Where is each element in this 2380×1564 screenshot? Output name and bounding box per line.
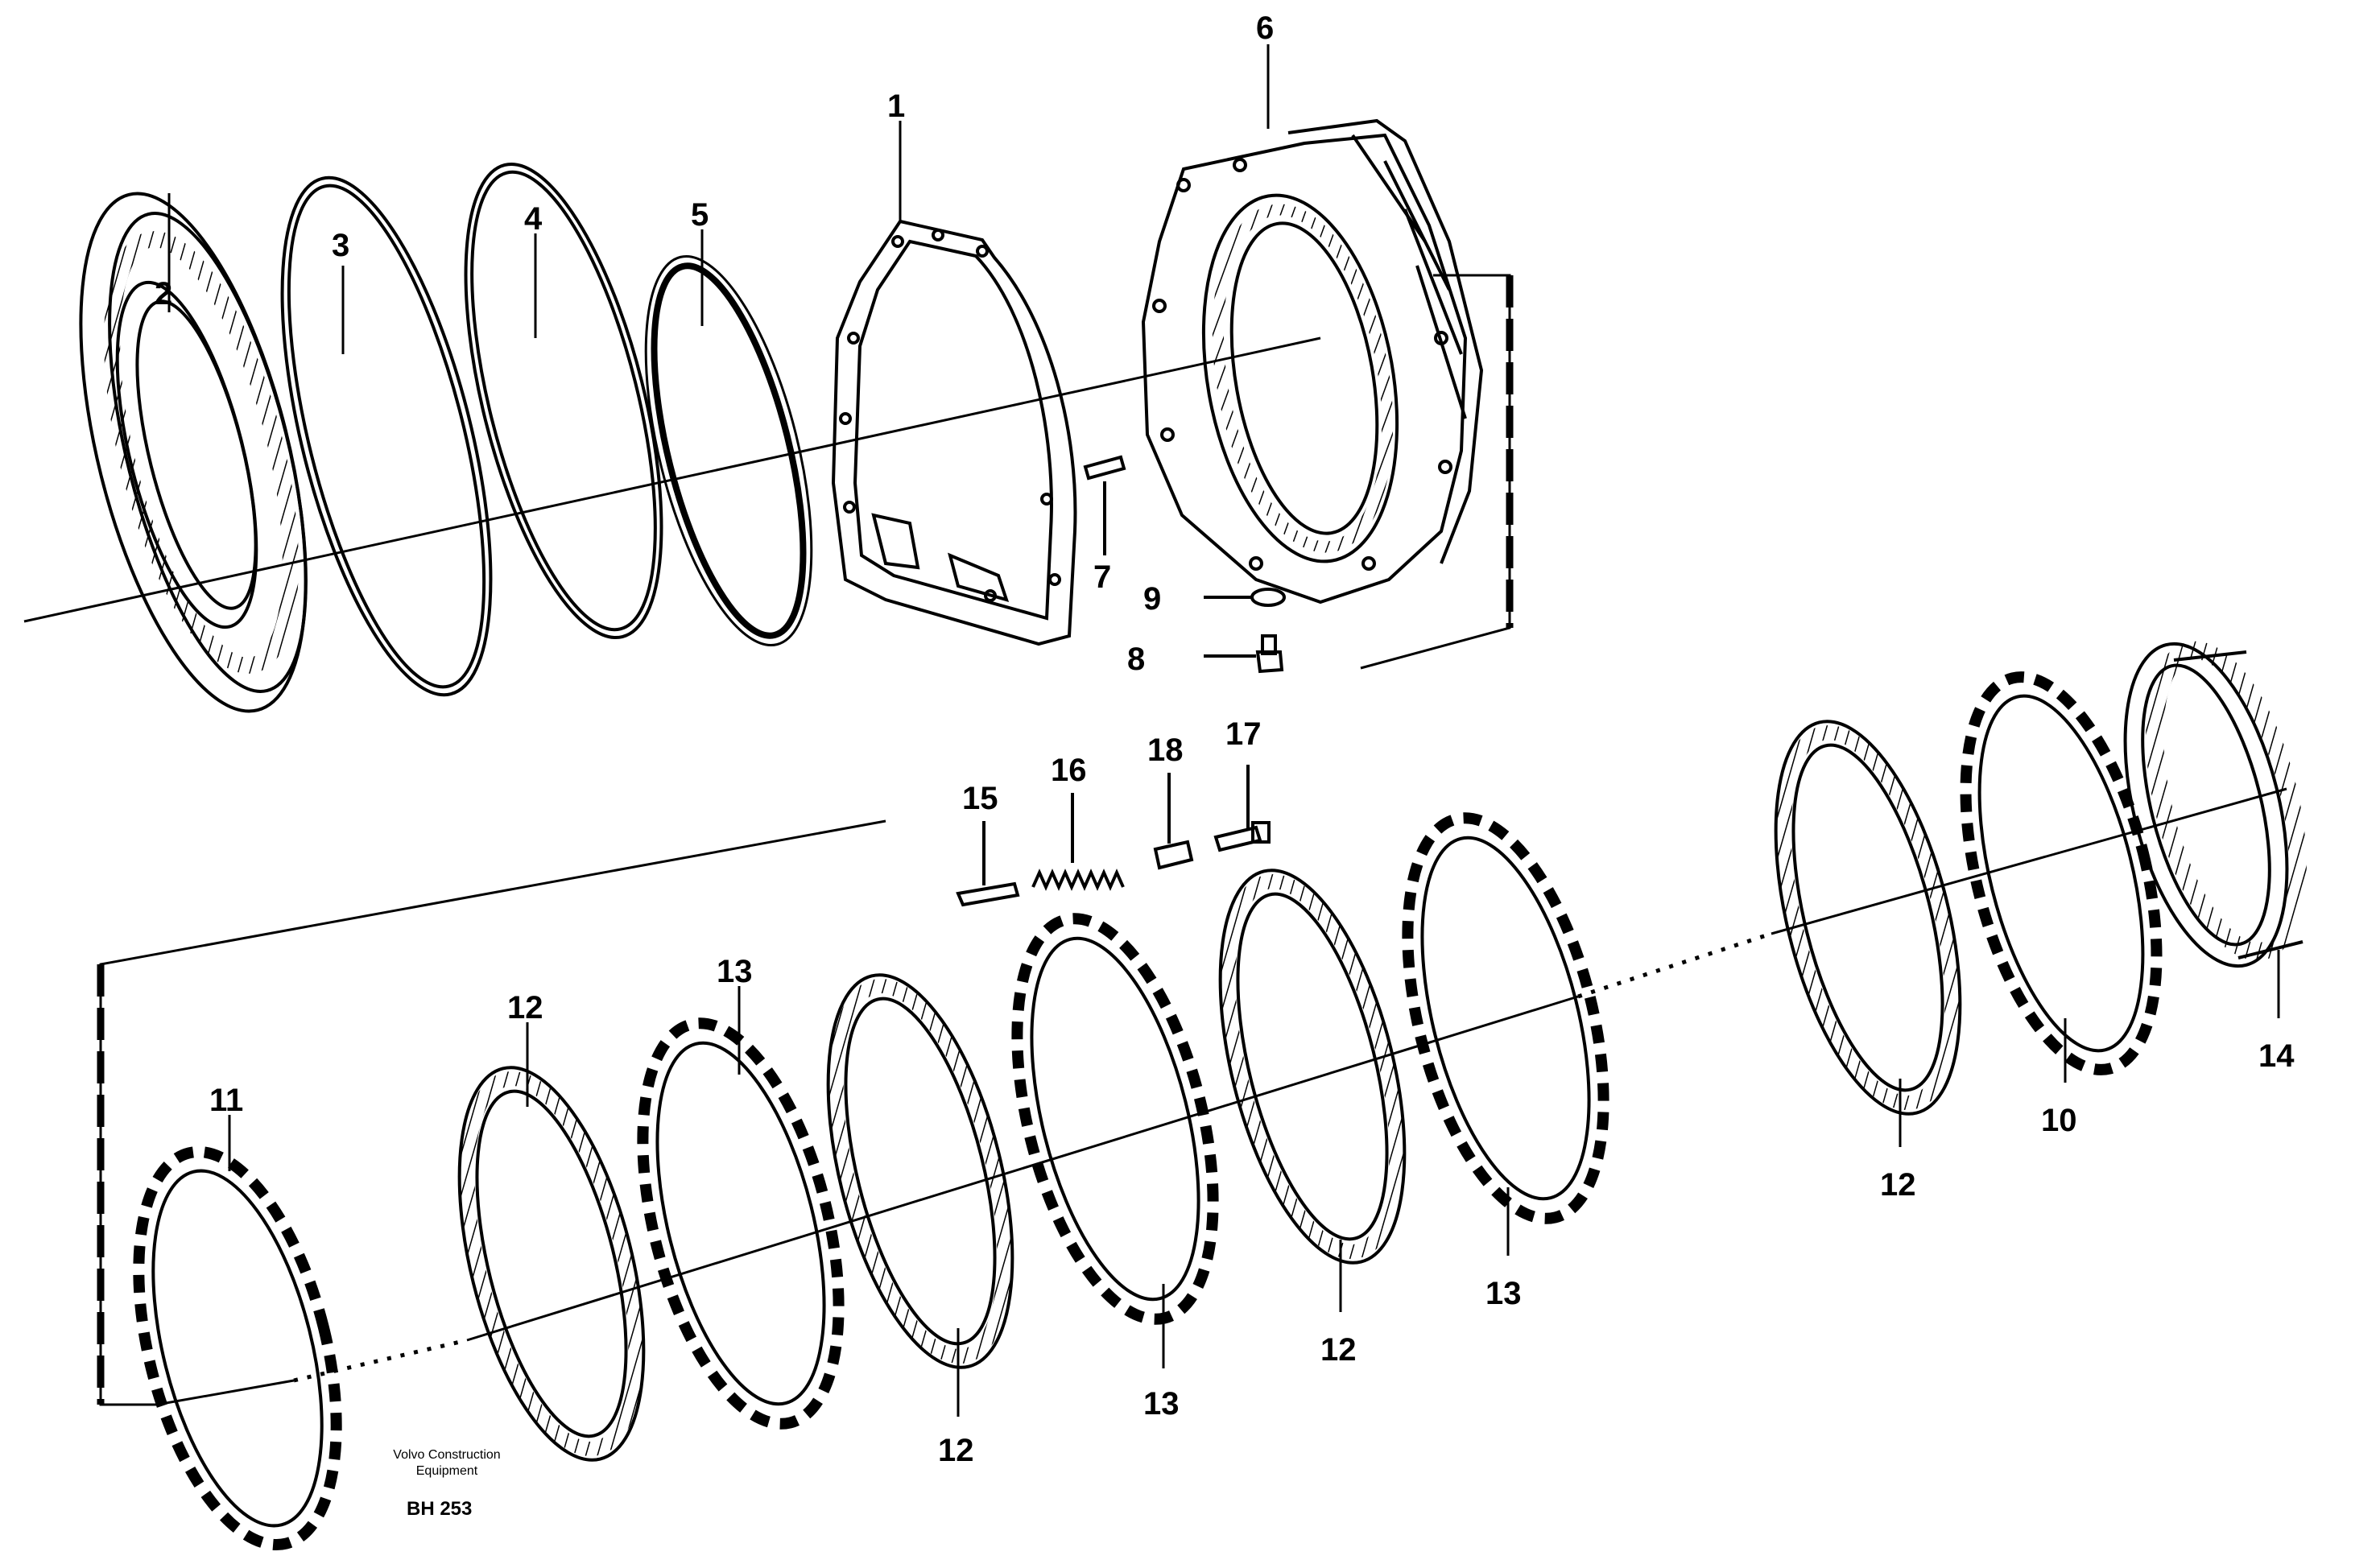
brand-line-2: Equipment: [416, 1464, 478, 1478]
label-part-14: 14: [2258, 1038, 2295, 1074]
label-part-18: 18: [1147, 732, 1184, 768]
label-part-12-c: 12: [1320, 1332, 1357, 1368]
label-part-11: 11: [209, 1083, 243, 1118]
part-5-ring: [644, 254, 813, 647]
footer-brand: Volvo Construction Equipment BH 253: [393, 1448, 500, 1520]
label-part-10: 10: [2041, 1103, 2077, 1138]
part-14-hub: [2123, 641, 2307, 968]
label-part-6: 6: [1256, 10, 1274, 46]
part-17-bolt: [1213, 765, 1271, 852]
part-15-pin: [956, 821, 1020, 907]
figure-code: BH 253: [407, 1498, 472, 1520]
part-12-friction-disc-b: [826, 973, 1014, 1369]
label-part-4: 4: [524, 201, 543, 237]
label-part-1: 1: [887, 89, 905, 124]
part-13-steel-disc-b: [1011, 913, 1219, 1325]
label-part-12-b: 12: [938, 1433, 974, 1468]
part-6-housing: [1141, 118, 1484, 605]
label-part-13-c: 13: [1485, 1276, 1522, 1311]
part-7-pin: [1083, 455, 1126, 555]
part-4-ring: [464, 162, 663, 640]
label-part-16: 16: [1051, 753, 1087, 788]
part-8-plug: [1204, 634, 1284, 674]
label-part-13-a: 13: [717, 954, 753, 989]
part-13-steel-disc-c: [1402, 812, 1609, 1224]
label-part-13-b: 13: [1143, 1386, 1180, 1422]
label-part-5: 5: [691, 197, 709, 233]
label-part-2: 2: [155, 276, 172, 312]
label-part-12-d: 12: [1880, 1167, 1916, 1203]
part-9-washer: [1204, 588, 1286, 607]
part-labels: 1 2 3 4 5 6 7 9 8 15 16 18 17 11 12 13 1…: [155, 10, 2295, 1468]
part-3-ring: [280, 175, 493, 697]
part-18-bushing: [1153, 773, 1194, 870]
label-part-9: 9: [1143, 581, 1161, 617]
label-part-15: 15: [962, 781, 998, 816]
part-12-friction-disc-a: [457, 1066, 646, 1462]
label-part-3: 3: [332, 228, 349, 263]
label-part-17: 17: [1225, 716, 1262, 752]
leader-lines: [167, 44, 2280, 1417]
part-12-friction-disc-c: [1218, 869, 1407, 1265]
part-12-friction-disc-d: [1774, 720, 1962, 1116]
part-16-spring: [1031, 793, 1125, 891]
label-part-8: 8: [1127, 642, 1145, 677]
section-frame: [97, 274, 1514, 1406]
label-part-12-a: 12: [507, 990, 543, 1025]
part-2-piston: [79, 192, 308, 713]
part-1-gasket: [831, 219, 1077, 646]
label-part-7: 7: [1093, 559, 1111, 595]
part-13-steel-disc-a: [637, 1017, 845, 1430]
brand-line-1: Volvo Construction: [393, 1448, 500, 1462]
part-11-disc: [133, 1145, 342, 1551]
